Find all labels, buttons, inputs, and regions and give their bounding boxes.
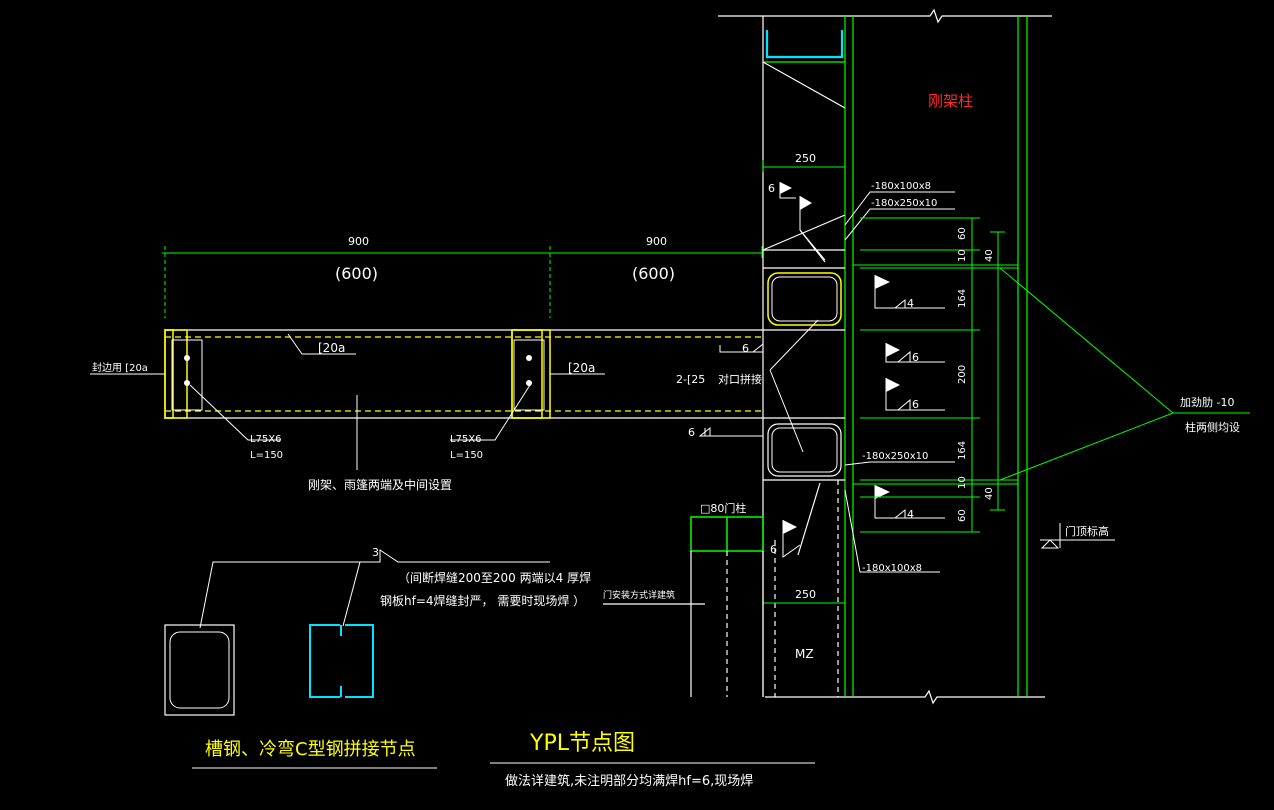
splice-detail-sections <box>164 624 374 716</box>
vertical-dim-chain <box>853 217 1018 533</box>
column-green-lines <box>762 16 1028 697</box>
vdim-60-bottom: 60 <box>957 509 968 522</box>
weld-4-top-right: 4 <box>907 297 914 310</box>
channel-end-label: [20a <box>568 361 595 375</box>
beam-outline <box>165 329 845 419</box>
vdim-10-top: 10 <box>957 249 968 262</box>
channel-mid-label: [20a <box>318 341 345 355</box>
plate-leaders <box>844 191 955 573</box>
main-subtitle: 做法详建筑,未注明部分均满焊hf=6,现场焊 <box>505 773 753 789</box>
weld-6-top-left: 6 <box>768 182 775 195</box>
cold-formed-channel-top <box>765 30 844 59</box>
splice-title: 槽钢、冷弯C型钢拼接节点 <box>205 739 416 760</box>
splice-note-1: （间断焊缝200至200 两端以4 厚焊 <box>398 570 591 585</box>
angle-left-2: L=150 <box>250 450 283 461</box>
knee-region <box>762 214 846 697</box>
splice-label: 对口拼接 <box>718 372 762 386</box>
splice-detail-leaders <box>199 549 550 629</box>
door-elevation-label: 门顶标高 <box>1065 524 1109 538</box>
weld-6-mid-right-b: 6 <box>912 398 919 411</box>
span1-paren: (600) <box>335 264 378 283</box>
plate-label-bottom-inner: -180x250x10 <box>862 451 928 462</box>
plate-label-bottom-outer: -180x100x8 <box>862 563 922 574</box>
main-title: YPL节点图 <box>529 731 635 756</box>
span1: 900 <box>348 235 369 248</box>
weld-6-bottom-left: 6 <box>770 543 777 556</box>
splice-weld-size: 3 <box>372 546 379 559</box>
bolts <box>184 355 532 386</box>
stiffener-label-2: 柱两侧均设 <box>1185 420 1240 434</box>
weld-4-bottom-right: 4 <box>907 508 914 521</box>
beam-dimensions <box>162 246 763 318</box>
dim-250-top <box>762 160 846 172</box>
span2: 900 <box>646 235 667 248</box>
span2-paren: (600) <box>632 264 675 283</box>
angle-left-1: L75X6 <box>250 434 282 445</box>
angle-clips <box>171 339 545 411</box>
vdim-164-bottom: 164 <box>957 441 968 460</box>
door-post <box>603 516 764 697</box>
vertical-dim-texts: 60 10 164 200 164 10 60 40 40 <box>957 227 995 522</box>
double-channel-bottom <box>767 423 842 477</box>
sealing-label: 封边用 [20a <box>92 361 148 374</box>
column-label: 刚架柱 <box>928 92 973 110</box>
dim-250-top-text: 250 <box>795 152 816 165</box>
outer-dim-40-top: 40 <box>984 249 995 262</box>
stiffener-label-1: 加劲肋 -10 <box>1180 395 1234 409</box>
stiffener-leader <box>999 267 1250 481</box>
splice-note-2: 钢板hf=4焊缝封严， 需要时现场焊 ） <box>380 593 585 608</box>
plate-label-top-outer: -180x100x8 <box>871 181 931 192</box>
weld-6-beam-bottom: 6 <box>688 426 695 439</box>
door-install-note: 门安装方式详建筑 <box>603 589 675 601</box>
outer-dim-40-bottom: 40 <box>984 487 995 500</box>
weld-6-beam-top: 6 <box>742 342 749 355</box>
beam-leaders <box>90 319 819 470</box>
door-elevation-mark <box>1040 523 1115 549</box>
splice-count: 2-[25 <box>676 373 705 386</box>
plate-label-top-inner: -180x250x10 <box>871 198 937 209</box>
beam-note: 刚架、雨篷两端及中间设置 <box>308 477 452 492</box>
weld-6-mid-right-a: 6 <box>912 351 919 364</box>
vdim-164-top: 164 <box>957 289 968 308</box>
vdim-60-top: 60 <box>957 227 968 240</box>
mz-label: MZ <box>795 647 814 661</box>
angle-right-1: L75X6 <box>450 434 482 445</box>
angle-right-2: L=150 <box>450 450 483 461</box>
weld-flags <box>780 182 900 534</box>
dim-250-bottom-text: 250 <box>795 588 816 601</box>
double-channel-top <box>767 272 842 326</box>
vdim-10-bottom: 10 <box>957 476 968 489</box>
door-post-label: □80门柱 <box>700 501 746 515</box>
vdim-200: 200 <box>957 365 968 384</box>
